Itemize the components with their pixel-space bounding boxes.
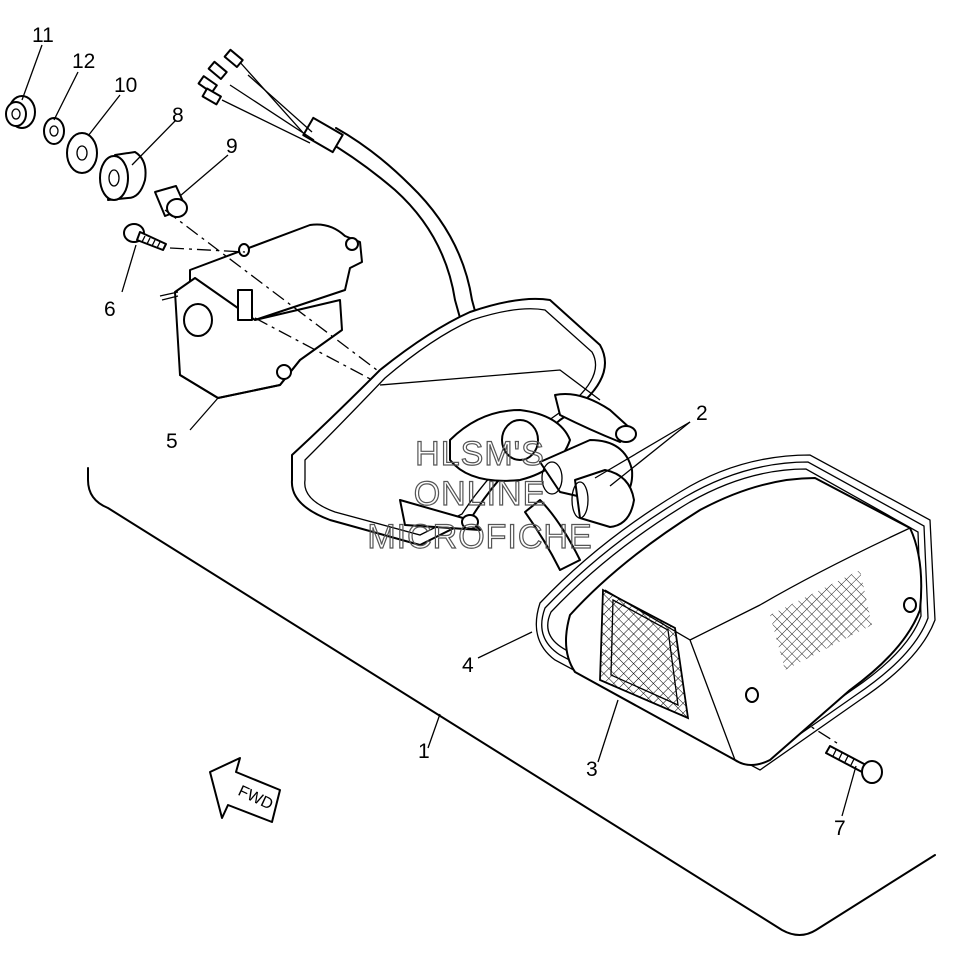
washer-10 [66,132,98,174]
nut-11 [5,95,36,129]
watermark-line-2: ONLINE [414,475,547,513]
alignment-line [169,247,246,253]
washer-12 [43,117,65,145]
alignment-line [164,209,411,396]
callout-4: 4 [462,654,474,677]
callout-10: 10 [114,74,137,97]
callout-7: 7 [834,817,846,840]
callout-9: 9 [226,135,238,158]
assembly-outline [87,467,936,936]
collar-9 [154,185,188,218]
reflector [599,588,690,720]
screw-7 [825,745,883,784]
callout-5: 5 [166,430,178,453]
lens-pattern [770,570,872,670]
screw-6 [123,223,167,251]
leader-lines [21,44,857,817]
wire-harness [197,48,479,326]
bracket-5 [159,223,363,399]
callout-8: 8 [172,104,184,127]
callout-11: 11 [32,24,54,47]
callout-3: 3 [586,758,598,781]
callout-2: 2 [696,402,708,425]
watermark: HLSM'S ONLINE MICROFICHE [367,434,593,556]
watermark-line-1: HLSM'S [415,435,545,473]
callout-6: 6 [104,298,116,321]
forward-arrow-icon: FWD [209,757,281,823]
grommet-8 [99,151,147,201]
bulb-2-lower [571,469,635,528]
watermark-line-3: MICROFICHE [367,518,592,556]
alignment-line [749,687,841,746]
lens-3 [565,477,923,766]
callout-1: 1 [418,740,430,763]
callout-12: 12 [72,50,95,73]
